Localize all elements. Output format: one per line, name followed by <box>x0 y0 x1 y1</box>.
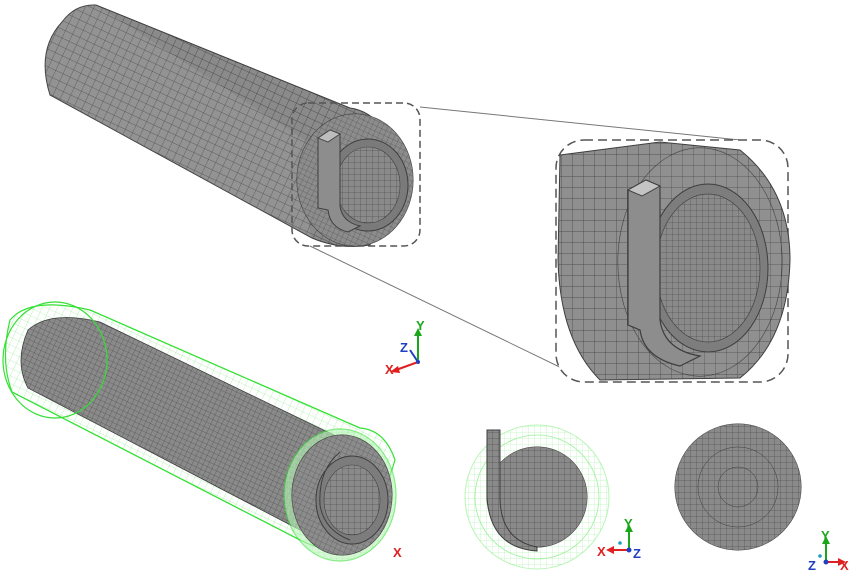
axis-label-x: X <box>385 362 394 377</box>
leader-line-top <box>419 106 741 141</box>
isometric-wireframe-cylinder <box>2 301 397 562</box>
zoom-radial-slot <box>627 179 702 367</box>
axis-triad-front-2: Y Z X <box>808 528 849 573</box>
axis-label-z: Z <box>400 340 408 355</box>
axis-label-y-3: Y <box>624 516 633 531</box>
isometric-meshed-cylinder <box>44 4 414 247</box>
axis-label-x-4: X <box>840 558 849 573</box>
axis-label-x-2: X <box>393 545 402 560</box>
zoom-detail-callout <box>555 139 791 383</box>
leader-line-bottom <box>309 245 575 375</box>
axis-triad-iso: Y Z X <box>385 318 425 377</box>
detail-callout-box <box>291 102 421 247</box>
front-view-disc <box>674 423 802 551</box>
axis-label-y-4: Y <box>821 528 830 543</box>
front-view-with-slot <box>464 424 610 570</box>
axis-label-z-3: Z <box>633 546 641 561</box>
front-slot <box>486 429 538 552</box>
axis-triad-front-1: Y X Z <box>597 516 641 561</box>
radial-slot <box>317 129 362 233</box>
axis-label-z-4: Z <box>808 558 816 573</box>
axis-label-x-3: X <box>597 544 606 559</box>
axis-label-y: Y <box>416 318 425 333</box>
